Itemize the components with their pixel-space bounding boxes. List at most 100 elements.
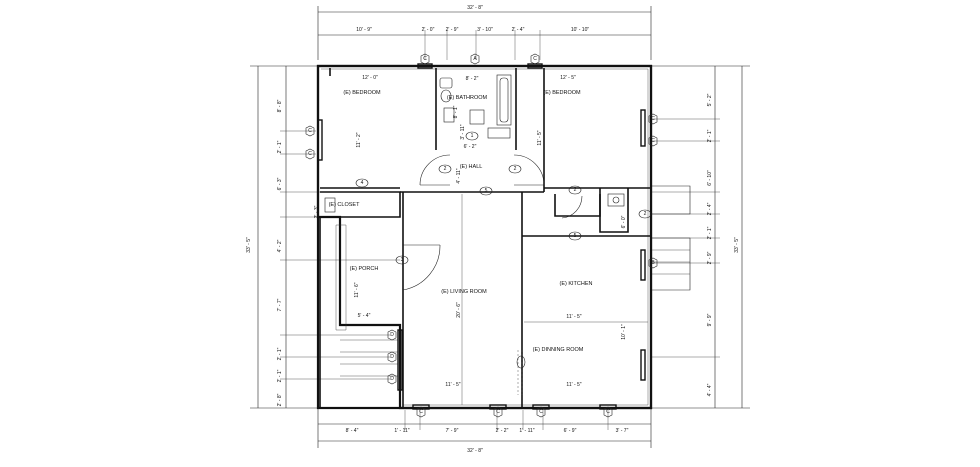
window-tag-hex: C	[603, 406, 613, 418]
dim-overall-right: 33' - 5"	[734, 237, 740, 253]
svg-text:C: C	[539, 409, 543, 415]
dim-bottom-7: 3' - 7"	[616, 428, 629, 434]
window-tags: C A C C C C C B D D D C C C C	[305, 53, 658, 418]
window-tag-hex: C	[648, 113, 658, 125]
door-tag-oval: 1	[465, 131, 479, 141]
room-hall: (E) HALL	[460, 164, 483, 170]
dim-left-3: 6' - 3"	[277, 177, 283, 190]
dim-bath-bottom: 6' - 2"	[464, 144, 477, 150]
dim-kitchen-width: 11' - 5"	[566, 314, 581, 320]
room-porch: (E) PORCH	[350, 266, 379, 272]
dim-top-2: 2' - 0"	[422, 27, 435, 33]
room-bedroom-left: (E) BEDROOM	[343, 90, 381, 96]
svg-text:C: C	[496, 409, 500, 415]
dim-right-8: 4' - 4"	[707, 383, 713, 396]
door-tag-oval: 5	[479, 186, 493, 196]
svg-text:C: C	[308, 151, 312, 157]
dim-right-2: 2' - 1"	[707, 129, 713, 142]
dim-left-2: 2' - 1"	[277, 140, 283, 153]
window-tag-hex: C	[416, 406, 426, 418]
dim-top-4: 3' - 10"	[477, 27, 493, 33]
dim-bed-right-height: 11' - 5"	[537, 130, 543, 145]
dim-left-7: 2' - 1"	[277, 347, 283, 360]
window-tag-hex: C	[305, 148, 315, 160]
dim-bottom-5: 1' - 11"	[519, 428, 534, 434]
svg-text:C: C	[308, 128, 312, 134]
dim-top-6: 10' - 10"	[571, 27, 590, 33]
dimension-labels: 32' - 8" 32' - 8" 10' - 9" 2' - 0" 2' - …	[246, 5, 740, 454]
dim-right-1: 5' - 2"	[707, 93, 713, 106]
dim-right-5: 2' - 1"	[707, 226, 713, 239]
dim-dining-width: 11' - 5"	[566, 382, 581, 388]
room-bedroom-right: (E) BEDROOM	[543, 90, 581, 96]
svg-text:5: 5	[485, 188, 488, 194]
door-tag-oval: 2	[508, 164, 522, 174]
svg-text:A: A	[473, 56, 477, 62]
window-tag-hex: C	[305, 125, 315, 137]
svg-text:C: C	[651, 116, 655, 122]
window-tag-hex: D	[387, 351, 397, 363]
svg-text:2: 2	[644, 211, 647, 217]
svg-text:2: 2	[514, 166, 517, 172]
window-tag-hex: C	[648, 135, 658, 147]
window-tag-hex: B	[648, 257, 658, 269]
door-tag-oval	[516, 355, 526, 369]
door-tag-oval: 5	[568, 231, 582, 241]
dim-bottom-6: 6' - 9"	[564, 428, 577, 434]
dim-top-5: 2' - 4"	[512, 27, 525, 33]
dim-left-4: 2' - 3"	[314, 205, 320, 218]
dim-left-9: 2' - 8"	[277, 393, 283, 406]
svg-text:C: C	[606, 409, 610, 415]
dim-top-3: 2' - 9"	[446, 27, 459, 33]
dim-bottom-3: 7' - 9"	[446, 428, 459, 434]
dim-right-6: 2' - 9"	[707, 251, 713, 264]
room-living: (E) LIVING ROOM	[441, 289, 487, 295]
interior-walls	[317, 63, 691, 410]
dim-bottom-1: 8' - 4"	[346, 428, 359, 434]
svg-text:4: 4	[361, 180, 364, 186]
dim-left-8: 2' - 1"	[277, 369, 283, 382]
svg-text:3: 3	[401, 257, 404, 263]
room-dining: (E) DINNING ROOM	[533, 347, 584, 353]
door-tags: 1 2 2 4 5 2 5 2 3	[355, 131, 652, 369]
dim-kitchen-side: 6' - 0"	[621, 215, 627, 228]
room-bathroom: (E) BATHROOM	[447, 95, 488, 101]
window-tag-hex: C	[420, 53, 430, 65]
room-kitchen: (E) KITCHEN	[560, 281, 593, 287]
dim-right-4: 2' - 4"	[707, 202, 713, 215]
dimension-lines	[250, 6, 750, 448]
svg-text:C: C	[419, 409, 423, 415]
dim-kitchen-height: 10' - 1"	[621, 324, 627, 340]
door-tag-oval: 2	[568, 185, 582, 195]
dim-living-height: 20' - 6"	[456, 302, 462, 318]
dim-overall-top: 32' - 8"	[467, 5, 483, 11]
svg-text:D: D	[390, 354, 394, 360]
svg-text:C: C	[423, 56, 427, 62]
dim-right-7: 9' - 9"	[707, 313, 713, 326]
dim-porch-height: 11' - 6"	[354, 282, 360, 297]
svg-text:C: C	[533, 56, 537, 62]
dim-bottom-2: 1' - 11"	[394, 428, 409, 434]
dim-bed-left-height: 11' - 2"	[356, 132, 362, 147]
dim-overall-left: 33' - 5"	[246, 237, 252, 253]
window-tag-hex: D	[387, 373, 397, 385]
svg-text:2: 2	[444, 166, 447, 172]
svg-text:5: 5	[574, 233, 577, 239]
exterior-walls	[316, 64, 653, 410]
dim-bed-right-width: 12' - 5"	[560, 75, 576, 81]
dim-bath-width: 8' - 2"	[466, 76, 479, 82]
dim-bath-side: 3' - 11"	[460, 124, 466, 139]
door-tag-oval: 2	[638, 209, 652, 219]
dim-right-3: 6' - 10"	[707, 170, 713, 186]
dim-porch-width: 5' - 4"	[358, 313, 371, 319]
svg-text:C: C	[651, 138, 655, 144]
room-labels: (E) BEDROOM (E) BATHROOM (E) BEDROOM (E)…	[329, 90, 593, 353]
dim-top-1: 10' - 9"	[356, 27, 372, 33]
door-tag-oval: 3	[395, 255, 409, 265]
dim-living-width: 11' - 5"	[445, 382, 460, 388]
dim-bottom-4: 2' - 2"	[496, 428, 509, 434]
dim-hall-side: 4' - 11"	[456, 168, 462, 183]
window-tag-hex: A	[470, 53, 480, 65]
svg-text:D: D	[390, 376, 394, 382]
